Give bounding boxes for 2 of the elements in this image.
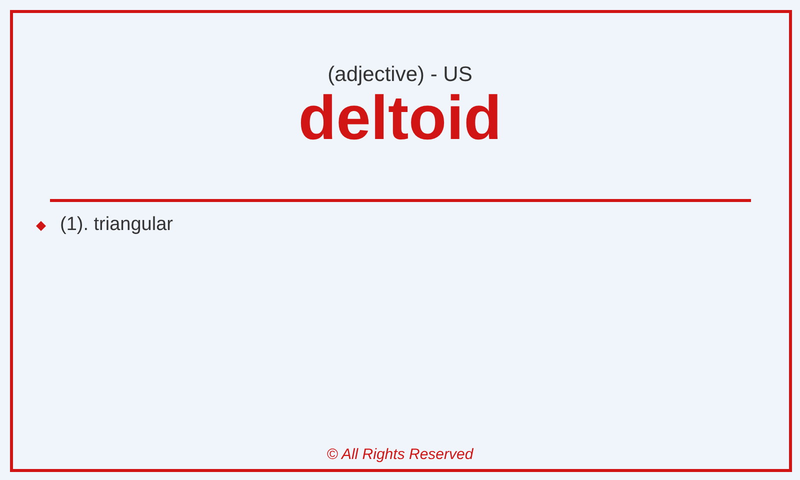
definition: (1). triangular <box>60 213 173 237</box>
copyright-notice: © All Rights Reserved <box>326 445 474 465</box>
